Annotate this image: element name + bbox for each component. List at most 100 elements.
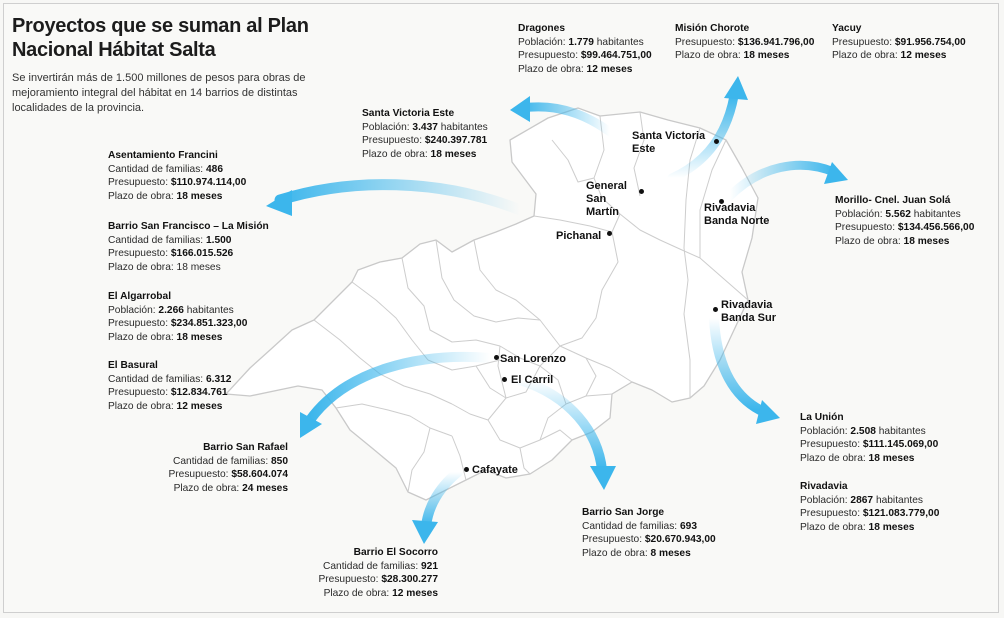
project-dragones: Dragones Población: 1.779 habitantes Pre… — [518, 22, 652, 76]
row-label: Plazo de obra: — [832, 50, 898, 62]
project-santa-victoria-este: Santa Victoria Este Población: 3.437 hab… — [362, 107, 488, 161]
row-value: 6.312 — [205, 373, 232, 385]
project-name: Barrio San Rafael — [203, 442, 288, 453]
row-value: $134.456.566,00 — [897, 222, 975, 234]
project-arrows — [266, 76, 848, 544]
row-label: Plazo de obra: — [108, 331, 174, 343]
row-suffix: habitantes — [875, 494, 923, 506]
project-san-rafael: Barrio San Rafael Cantidad de familias: … — [140, 441, 288, 495]
row-value: $234.851.323,00 — [170, 318, 248, 330]
arrow-el-socorro — [412, 467, 463, 544]
row-value: 850 — [271, 455, 288, 467]
project-name: Dragones — [518, 23, 565, 34]
row-value: 12 meses — [900, 50, 947, 62]
arrow-dragones — [510, 96, 615, 137]
row-label: Presupuesto: — [108, 177, 169, 189]
project-mision-chorote: Misión Chorote Presupuesto: $136.941.796… — [675, 22, 814, 63]
row-label: Población: — [362, 121, 410, 133]
row-label: Presupuesto: — [518, 50, 579, 62]
project-algarrobal: El Algarrobal Población: 2.266 habitante… — [108, 290, 247, 344]
place-label-cafayate: Cafayate — [472, 464, 518, 476]
arrow-san-jorge — [515, 375, 616, 490]
page-subtitle: Se invertirán más de 1.500 millones de p… — [12, 72, 306, 114]
project-name: Barrio San Jorge — [582, 507, 665, 518]
location-dot-cafayate — [464, 467, 469, 472]
row-value: $20.670.943,00 — [644, 534, 716, 546]
location-dot-pichanal — [607, 231, 612, 236]
row-value: 921 — [421, 560, 438, 572]
arrow-francini — [266, 179, 526, 216]
row-value: $99.464.751,00 — [580, 50, 652, 62]
place-label-pichanal: Pichanal — [556, 230, 602, 242]
project-name: Morillo- Cnel. Juan Solá — [835, 195, 951, 206]
row-label: Plazo de obra: — [582, 547, 648, 559]
project-rivadavia: Rivadavia Población: 2867 habitantes Pre… — [800, 480, 939, 534]
row-label: Plazo de obra: — [323, 587, 390, 599]
row-label: Cantidad de familias: — [108, 163, 204, 175]
row-value: 2867 — [850, 494, 874, 506]
project-el-socorro: Barrio El Socorro Cantidad de familias: … — [290, 546, 438, 600]
row-label: Población: — [835, 208, 883, 220]
row-value: 5.562 — [885, 208, 911, 220]
row-label: Cantidad de familias: — [582, 520, 678, 532]
row-value: 18 meses — [176, 190, 223, 202]
project-yacuy: Yacuy Presupuesto: $91.956.754,00 Plazo … — [832, 22, 966, 63]
row-value: 12 meses — [176, 400, 223, 412]
row-value: $166.015.526 — [170, 248, 234, 260]
row-label: Cantidad de familias: — [323, 560, 419, 572]
row-value: $111.145.069,00 — [862, 439, 939, 451]
row-label: Población: — [108, 304, 156, 316]
location-dot-rivadavia-norte — [719, 199, 724, 204]
row-value: 18 meses — [176, 331, 223, 343]
row-label: Plazo de obra: — [518, 63, 584, 75]
row-suffix: habitantes — [186, 304, 234, 316]
row-value: 18 meses — [430, 148, 477, 160]
project-name: La Unión — [800, 412, 844, 423]
row-label: Plazo de obra: — [173, 482, 240, 494]
location-dot-general-san-martin — [639, 189, 644, 194]
row-value: $110.974.114,00 — [170, 177, 247, 189]
row-label: Plazo de obra: — [800, 521, 866, 533]
row-label: Presupuesto: — [318, 574, 379, 586]
row-suffix: habitantes — [440, 121, 488, 133]
row-label: Presupuesto: — [108, 387, 169, 399]
row-label: Presupuesto: — [675, 36, 736, 48]
row-label: Cantidad de familias: — [173, 455, 269, 467]
project-francini: Asentamiento Francini Cantidad de famili… — [108, 149, 246, 203]
row-label: Presupuesto: — [835, 222, 896, 234]
row-value: $121.083.779,00 — [862, 508, 940, 520]
project-name: Santa Victoria Este — [362, 108, 455, 119]
project-name: Barrio San Francisco – La Misión — [108, 221, 269, 232]
row-value: $91.956.754,00 — [894, 36, 966, 48]
row-value: 3.437 — [412, 121, 438, 133]
project-basural: El Basural Cantidad de familias: 6.312 P… — [108, 359, 231, 413]
province-outline — [225, 107, 759, 501]
place-label-rivadavia-sur: Rivadavia Banda Sur — [721, 299, 777, 324]
project-name: Asentamiento Francini — [108, 150, 218, 161]
row-label: Plazo de obra: — [108, 400, 174, 412]
project-morillo: Morillo- Cnel. Juan Solá Población: 5.56… — [835, 194, 974, 248]
project-san-jorge: Barrio San Jorge Cantidad de familias: 6… — [582, 506, 716, 560]
location-dot-santa-victoria — [714, 139, 719, 144]
row-label: Plazo de obra: 18 meses — [108, 261, 221, 273]
location-dot-san-lorenzo — [494, 355, 499, 360]
row-label: Plazo de obra: — [362, 148, 428, 160]
arrow-san-rafael — [300, 351, 495, 438]
project-name: Misión Chorote — [675, 23, 750, 34]
row-label: Plazo de obra: — [108, 190, 174, 202]
row-suffix: habitantes — [596, 36, 644, 48]
location-dot-rivadavia-sur — [713, 307, 718, 312]
row-label: Cantidad de familias: — [108, 373, 204, 385]
row-suffix: habitantes — [913, 208, 961, 220]
arrow-morillo — [725, 160, 848, 201]
row-value: $136.941.796,00 — [737, 36, 815, 48]
arrow-la-union — [709, 313, 780, 424]
row-value: 486 — [205, 163, 223, 175]
place-label-el-carril: El Carril — [511, 374, 554, 386]
project-san-francisco: Barrio San Francisco – La Misión Cantida… — [108, 220, 269, 274]
project-name: Barrio El Socorro — [353, 547, 438, 558]
place-label-rivadavia-norte: Rivadavia Banda Norte — [704, 202, 770, 227]
place-label-santa-victoria: Santa Victoria Este — [632, 130, 706, 155]
project-name: El Algarrobal — [108, 291, 172, 302]
row-value: 1.500 — [205, 234, 232, 246]
